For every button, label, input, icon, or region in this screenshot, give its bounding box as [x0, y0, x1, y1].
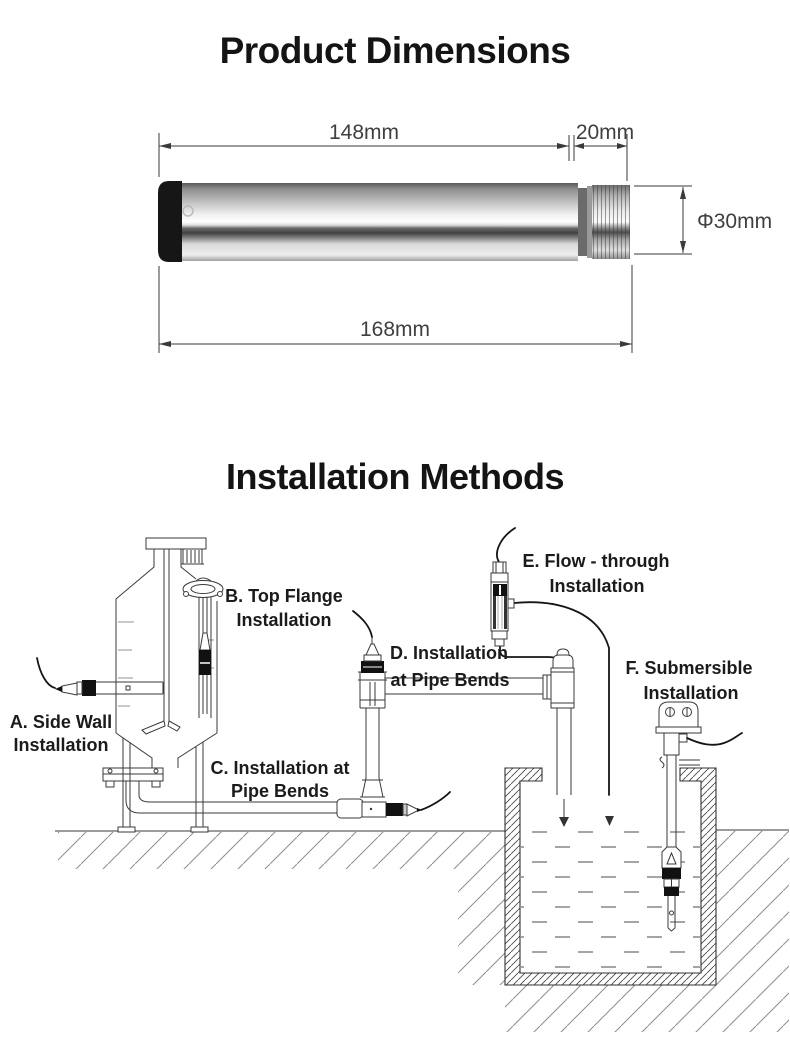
sensor-side-wall	[36, 657, 164, 696]
sensor-e-cable-side	[513, 601, 610, 796]
label-flow-through-line1: E. Flow - through	[523, 551, 670, 571]
label-submersible-line2: Installation	[643, 683, 738, 703]
submersible-cap	[658, 701, 699, 728]
sensor-top-flange	[198, 597, 212, 718]
ground-hatch-near-pit	[458, 832, 505, 985]
tee-junction	[550, 648, 575, 795]
probe-thread-collar	[587, 186, 592, 258]
sensor-a-cable	[36, 657, 56, 689]
probe-end-cap	[158, 181, 182, 262]
pit-walls	[504, 767, 717, 986]
ground-hatch-left-band	[58, 832, 460, 869]
flow-cell-outlet-tube	[499, 645, 561, 668]
top-flange	[182, 580, 224, 598]
tank-top-cap	[145, 537, 207, 550]
sensor-submersible	[661, 846, 682, 932]
installation-methods-title: Installation Methods	[225, 456, 565, 497]
sensor-e-cable-top	[496, 527, 516, 563]
ground-hatch-right	[716, 831, 789, 1032]
label-pipe-bends-c-line1: C. Installation at	[210, 758, 349, 778]
installation-labels: A. Side Wall Installation B. Top Flange …	[10, 551, 753, 801]
label-flow-through-line2: Installation	[549, 576, 644, 596]
probe-thread-ridges	[592, 185, 630, 259]
label-top-flange-line2: Installation	[236, 610, 331, 630]
sensor-pipe-bend-top	[352, 610, 384, 673]
dimension-label-total-length: 168mm	[360, 318, 430, 341]
submersible-assembly	[655, 701, 743, 932]
label-side-wall-line1: A. Side Wall	[10, 712, 112, 732]
down-pipe	[556, 708, 572, 795]
flow-arrow-cable	[605, 816, 614, 826]
flow-cell	[490, 561, 515, 647]
sensor-c-cable	[420, 791, 451, 811]
ground-hatch-below-pit	[505, 985, 716, 1032]
probe-body	[182, 183, 578, 261]
sensor-f-cable	[686, 732, 743, 746]
tank-legs	[122, 738, 204, 827]
probe-illustration	[158, 181, 630, 262]
product-dimensions-drawing: 148mm 20mm 168mm Φ30mm	[158, 121, 772, 353]
probe-logo-mark	[182, 205, 194, 217]
tank-level-marks	[118, 621, 214, 707]
sensor-pipe-bend-bottom	[336, 791, 451, 819]
label-pipe-bends-d-line2: at Pipe Bends	[390, 670, 509, 690]
label-top-flange-line1: B. Top Flange	[225, 586, 343, 606]
horizontal-pipe	[385, 677, 543, 695]
dimension-label-diameter: Φ30mm	[697, 210, 772, 233]
label-pipe-bends-d-line1: D. Installation	[390, 643, 508, 663]
dimension-annotations: 148mm 20mm 168mm Φ30mm	[158, 121, 772, 353]
reactor-tank	[102, 537, 337, 833]
dimension-label-body-length: 148mm	[329, 121, 399, 144]
submersible-pole	[666, 755, 677, 848]
probe-neck	[578, 188, 587, 256]
flow-through-assembly	[490, 527, 614, 827]
dimension-label-thread-length: 20mm	[576, 121, 634, 144]
pit	[504, 767, 717, 986]
installation-methods-diagram: A. Side Wall Installation B. Top Flange …	[10, 527, 789, 1032]
pipe-bend-column	[352, 610, 553, 798]
label-submersible-line1: F. Submersible	[625, 658, 752, 678]
label-pipe-bends-c-line2: Pipe Bends	[231, 781, 329, 801]
tank-shell	[115, 549, 218, 733]
label-side-wall-line2: Installation	[13, 735, 108, 755]
tank-paddle	[141, 720, 181, 735]
product-dimensions-title: Product Dimensions	[219, 30, 571, 71]
tank-shaft	[163, 549, 170, 721]
